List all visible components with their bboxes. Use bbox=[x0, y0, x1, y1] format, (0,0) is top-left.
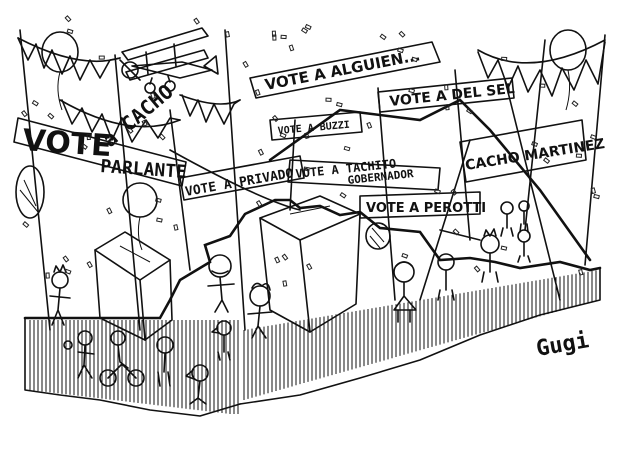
confetti-piece bbox=[281, 253, 289, 261]
confetti-piece bbox=[80, 143, 88, 150]
confetti bbox=[20, 15, 600, 287]
confetti-piece bbox=[433, 188, 442, 195]
confetti-piece bbox=[401, 252, 409, 259]
confetti-piece bbox=[303, 166, 310, 172]
confetti-piece bbox=[31, 99, 39, 107]
confetti-piece bbox=[45, 272, 50, 279]
confetti-piece bbox=[590, 187, 597, 195]
crowd-people bbox=[49, 200, 531, 405]
pennant-flag-icon bbox=[17, 37, 606, 143]
confetti-piece bbox=[589, 134, 597, 141]
confetti-piece bbox=[578, 268, 584, 276]
confetti-piece bbox=[62, 255, 70, 263]
banner-del-sel-text: VOTE A DEL SEL bbox=[389, 81, 516, 110]
confetti-piece bbox=[173, 224, 179, 231]
confetti-piece bbox=[193, 17, 200, 25]
confetti-piece bbox=[411, 56, 418, 63]
confetti-piece bbox=[379, 33, 387, 41]
banner-tachito: VOTE A TACHITO GOBERNADOR bbox=[287, 156, 441, 191]
confetti-piece bbox=[571, 100, 579, 108]
confetti-piece bbox=[274, 256, 281, 264]
confetti-piece bbox=[158, 133, 166, 141]
confetti-piece bbox=[47, 112, 55, 120]
confetti-piece bbox=[272, 34, 277, 41]
confetti-piece bbox=[408, 88, 416, 94]
confetti-piece bbox=[86, 133, 91, 141]
confetti-piece bbox=[445, 104, 450, 111]
confetti-piece bbox=[282, 280, 288, 287]
confetti-piece bbox=[396, 47, 404, 54]
confetti-piece bbox=[155, 197, 162, 203]
confetti-piece bbox=[366, 121, 373, 129]
confetti-piece bbox=[593, 193, 600, 200]
confetti-piece bbox=[64, 268, 72, 275]
cliff-ground bbox=[23, 198, 602, 417]
banner-perotti: VOTE A PEROTTI bbox=[359, 191, 486, 219]
banner-privado-text: VOTE A PRIVADO bbox=[184, 166, 295, 200]
confetti-piece bbox=[465, 107, 474, 115]
confetti-piece bbox=[473, 265, 481, 273]
confetti-piece bbox=[156, 217, 163, 223]
confetti-piece bbox=[444, 84, 449, 91]
artist-signature: Gugi bbox=[534, 328, 591, 362]
confetti-piece bbox=[335, 101, 343, 108]
confetti-piece bbox=[22, 221, 30, 229]
banner-perotti-text: VOTE A PEROTTI bbox=[366, 201, 486, 216]
confetti-piece bbox=[452, 228, 460, 236]
confetti-piece bbox=[242, 60, 249, 69]
ballot-box-icon bbox=[94, 195, 361, 341]
confetti-piece bbox=[343, 145, 351, 152]
confetti-piece bbox=[254, 89, 261, 97]
balloon-icon bbox=[15, 29, 587, 251]
confetti-piece bbox=[279, 132, 287, 139]
confetti-piece bbox=[86, 261, 93, 269]
confetti-piece bbox=[64, 15, 72, 23]
banner-vote-left-text: VOTE bbox=[21, 123, 112, 164]
confetti-piece bbox=[531, 141, 539, 148]
confetti-piece bbox=[126, 126, 134, 134]
banner-parlante-text: PARLANTE bbox=[100, 156, 188, 183]
confetti-piece bbox=[339, 191, 347, 199]
confetti-piece bbox=[271, 114, 279, 123]
confetti-piece bbox=[66, 28, 74, 35]
confetti-piece bbox=[271, 30, 277, 37]
banner-cacho-text: a CACHO bbox=[98, 79, 178, 152]
banner-cacho-martinez: CACHO MARTINEZ bbox=[459, 119, 606, 183]
confetti-piece bbox=[280, 34, 287, 40]
confetti-piece bbox=[300, 27, 309, 34]
confetti-piece bbox=[542, 157, 551, 165]
confetti-piece bbox=[304, 132, 310, 140]
confetti-piece bbox=[306, 263, 313, 271]
confetti-piece bbox=[150, 92, 156, 100]
confetti-piece bbox=[500, 245, 508, 251]
confetti-piece bbox=[98, 55, 105, 60]
confetti-piece bbox=[539, 83, 546, 88]
confetti-piece bbox=[20, 110, 28, 118]
confetti-piece bbox=[575, 153, 583, 158]
confetti-piece bbox=[255, 199, 263, 208]
confetti-piece bbox=[141, 119, 148, 127]
confetti-piece bbox=[398, 30, 406, 38]
confetti-piece bbox=[304, 23, 312, 31]
confetti-piece bbox=[224, 31, 230, 38]
confetti-piece bbox=[288, 44, 295, 52]
confetti-piece bbox=[106, 207, 113, 215]
confetti-piece bbox=[257, 148, 265, 156]
confetti-piece bbox=[501, 56, 508, 62]
banner-privado: VOTE A PRIVADO bbox=[179, 155, 305, 201]
biplane-icon bbox=[119, 27, 219, 94]
confetti-piece bbox=[450, 188, 458, 196]
confetti-piece bbox=[325, 97, 332, 102]
